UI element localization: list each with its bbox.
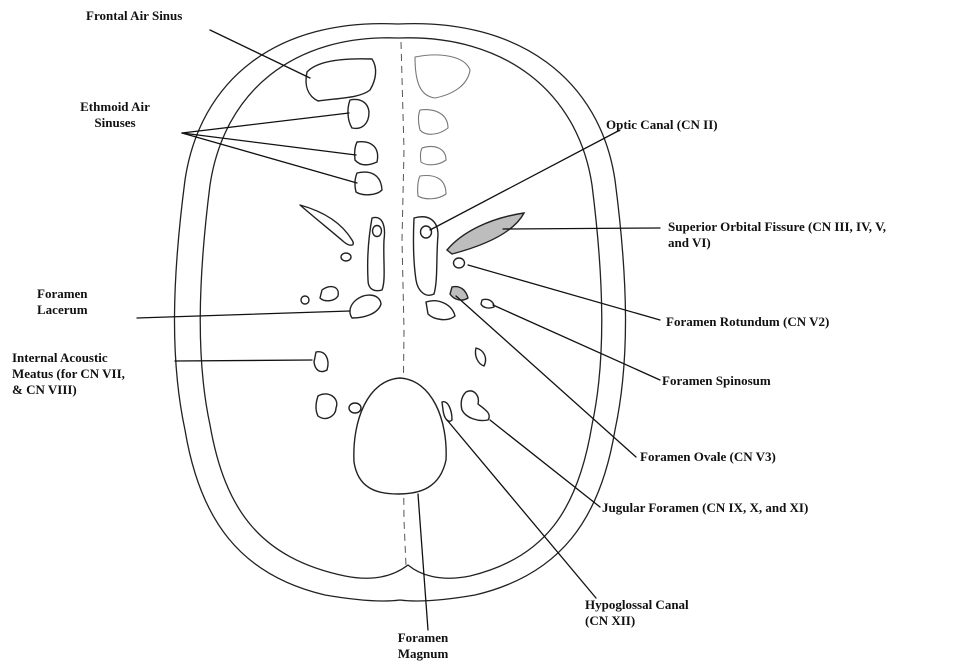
label-sof-line2: and VI) [668, 235, 886, 251]
leader-ethmoid-1 [182, 113, 349, 133]
foramen-lacerum-left [350, 295, 381, 318]
label-hypoglossal-line2: (CN XII) [585, 613, 689, 629]
hypoglossal-canal-right [442, 402, 452, 422]
ethmoid-cell-right-1 [419, 110, 449, 135]
foramen-magnum [354, 378, 446, 494]
foramen-ovale-left [320, 287, 338, 301]
ethmoid-cell-right-2 [420, 147, 446, 165]
label-superior-orbital-fissure: Superior Orbital Fissure (CN III, IV, V,… [668, 219, 886, 251]
foramen-rotundum-left [341, 253, 351, 261]
leader-hypoglossal [447, 420, 596, 598]
hypoglossal-small-left [349, 403, 361, 413]
jugular-foramen-right [461, 391, 489, 421]
ethmoid-cell-left-2 [355, 142, 378, 165]
label-iam-line2: Meatus (for CN VII, [12, 366, 125, 382]
label-magnum-line2: Magnum [378, 646, 468, 661]
label-foramen-spinosum: Foramen Spinosum [662, 373, 771, 389]
label-lacerum-line2: Lacerum [37, 302, 88, 318]
label-foramen-magnum: Foramen Magnum [378, 630, 468, 661]
internal-acoustic-meatus-left [314, 352, 328, 372]
label-ethmoid-line2: Sinuses [60, 115, 170, 131]
ethmoid-cell-right-3 [418, 176, 446, 199]
optic-canal-right [421, 226, 432, 238]
leader-internal-acoustic [175, 360, 312, 361]
label-internal-acoustic-meatus: Internal Acoustic Meatus (for CN VII, & … [12, 350, 125, 398]
foramen-rotundum-right [454, 258, 465, 268]
label-foramen-rotundum: Foramen Rotundum (CN V2) [666, 314, 829, 330]
label-foramen-lacerum: Foramen Lacerum [37, 286, 88, 318]
leader-ovale [456, 296, 636, 457]
foramen-spinosum-left [301, 296, 309, 304]
foramen-lacerum-right [426, 301, 455, 320]
internal-acoustic-meatus-right [475, 348, 485, 366]
leader-frontal-sinus [210, 30, 310, 78]
label-ethmoid-line1: Ethmoid Air [60, 99, 170, 115]
leader-superior-orbital-fissure [503, 228, 660, 229]
leader-foramen-magnum [418, 494, 428, 630]
label-magnum-line1: Foramen [378, 630, 468, 646]
superior-orbital-fissure-right [447, 213, 524, 254]
label-iam-line1: Internal Acoustic [12, 350, 125, 366]
optic-canal-left [373, 226, 382, 237]
label-optic-canal: Optic Canal (CN II) [606, 117, 718, 133]
label-frontal-air-sinus: Frontal Air Sinus [86, 8, 182, 24]
skull-inner-outline [200, 38, 602, 578]
jugular-foramen-left [316, 394, 337, 419]
label-lacerum-line1: Foramen [37, 286, 88, 302]
leader-ethmoid-2 [182, 133, 356, 155]
leader-lacerum [137, 311, 350, 318]
leader-rotundum [468, 265, 660, 320]
label-hypoglossal-canal: Hypoglossal Canal (CN XII) [585, 597, 689, 629]
ethmoid-cell-left-3 [355, 172, 382, 195]
leader-spinosum [493, 305, 660, 380]
foramen-spinosum-right [481, 299, 494, 308]
label-sof-line1: Superior Orbital Fissure (CN III, IV, V, [668, 219, 886, 235]
frontal-sinus-left [306, 59, 376, 101]
label-foramen-ovale: Foramen Ovale (CN V3) [640, 449, 776, 465]
label-hypoglossal-line1: Hypoglossal Canal [585, 597, 689, 613]
label-jugular-foramen: Jugular Foramen (CN IX, X, and XI) [602, 500, 808, 516]
superior-orbital-fissure-left [300, 205, 353, 245]
label-ethmoid-air-sinuses: Ethmoid Air Sinuses [60, 99, 170, 131]
label-iam-line3: & CN VIII) [12, 382, 125, 398]
leader-ethmoid-3 [182, 133, 357, 183]
ethmoid-cell-left-1 [348, 100, 369, 129]
frontal-sinus-right [415, 55, 470, 98]
